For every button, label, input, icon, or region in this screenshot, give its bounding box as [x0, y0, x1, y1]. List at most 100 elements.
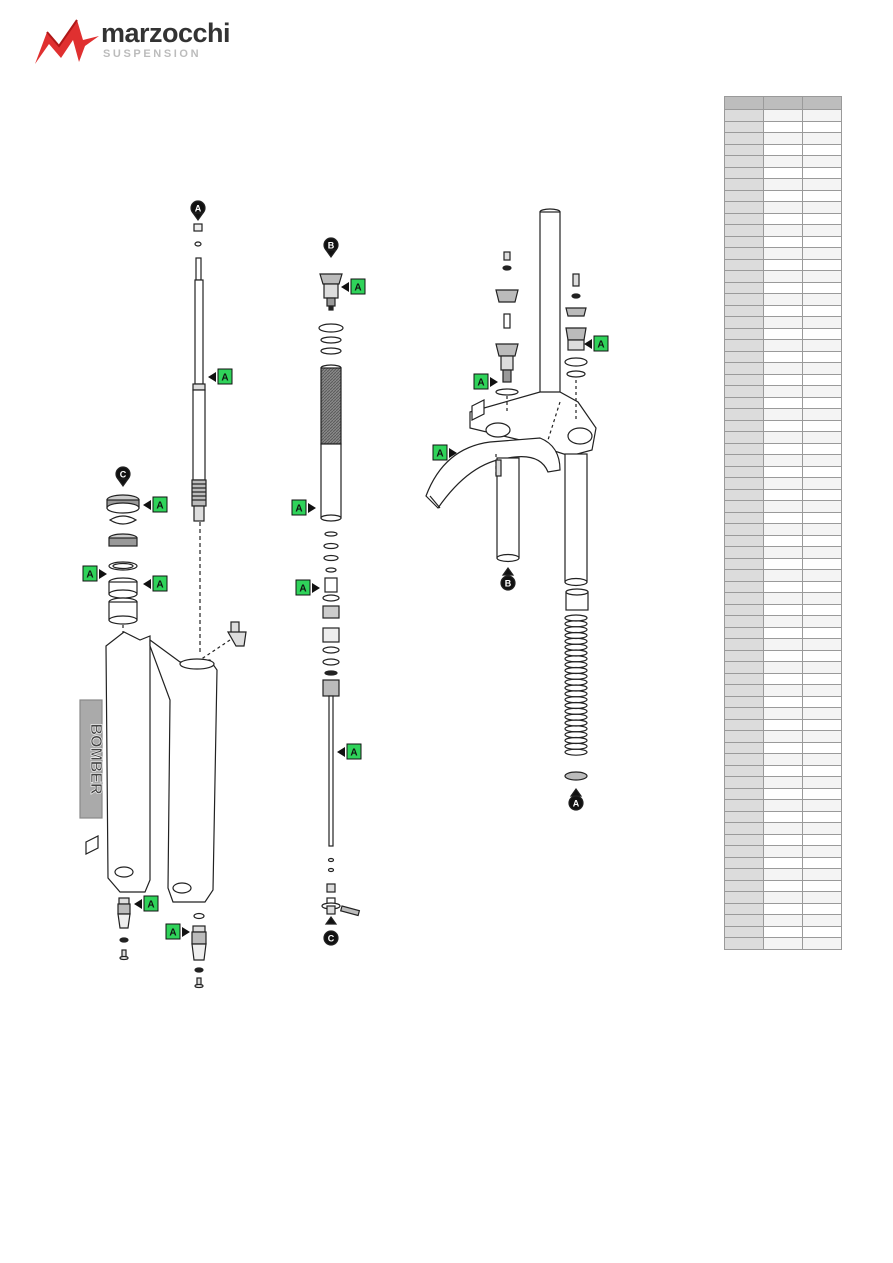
parts-table-cell	[724, 385, 764, 398]
parts-table-row	[724, 649, 842, 662]
parts-table-cell	[802, 707, 842, 720]
parts-table-cell	[724, 419, 764, 432]
parts-table-cell	[724, 373, 764, 386]
parts-table-cell	[763, 891, 803, 904]
callout-a-label: A	[350, 748, 357, 759]
parts-table-cell	[802, 362, 842, 375]
parts-table-row	[724, 224, 842, 237]
parts-table-cell	[724, 603, 764, 616]
parts-table-cell	[724, 511, 764, 524]
parts-table-row	[724, 431, 842, 444]
spring-coil	[564, 620, 588, 628]
parts-table-row	[724, 891, 842, 904]
parts-table-row	[724, 419, 842, 432]
parts-table-cell	[802, 810, 842, 823]
parts-table-cell	[802, 534, 842, 547]
left-rod-spring	[191, 479, 207, 507]
parts-table-cell	[802, 833, 842, 846]
spring-coil	[564, 707, 588, 715]
right-assembly: B	[425, 208, 597, 811]
marker-a-top-label: A	[195, 204, 202, 214]
parts-table-cell	[724, 741, 764, 754]
parts-table-cell	[802, 396, 842, 409]
marker-a-top: A	[190, 200, 206, 222]
marker-b-bottom-label: B	[505, 579, 512, 589]
parts-table-cell	[802, 787, 842, 800]
parts-table-cell	[802, 741, 842, 754]
parts-table-cell	[724, 684, 764, 697]
parts-table-row	[724, 718, 842, 731]
parts-table-row	[724, 914, 842, 927]
parts-table-row	[724, 569, 842, 582]
spring-coil	[564, 701, 588, 710]
parts-table-cell	[763, 845, 803, 858]
callout-a-label: A	[436, 449, 443, 460]
fork-crown	[469, 391, 597, 457]
callout-a-label: A	[147, 900, 154, 911]
parts-table-cell	[724, 189, 764, 202]
parts-table-cell	[802, 626, 842, 639]
parts-table-cell	[763, 937, 803, 950]
parts-table-cell	[763, 718, 803, 731]
parts-table-row	[724, 695, 842, 708]
parts-table-cell	[763, 327, 803, 340]
parts-table-row	[724, 304, 842, 317]
parts-table-row	[724, 787, 842, 800]
spring-coil	[564, 690, 588, 698]
parts-table-cell	[724, 235, 764, 248]
parts-table-cell	[763, 902, 803, 915]
parts-table-cell	[763, 764, 803, 777]
parts-table-row	[724, 396, 842, 409]
spring-coil	[564, 643, 588, 651]
parts-table-cell	[763, 523, 803, 536]
parts-table-cell	[763, 511, 803, 524]
parts-table-row	[724, 247, 842, 260]
marker-c-bottom-label: C	[328, 934, 335, 944]
parts-table-row	[724, 408, 842, 421]
parts-table-cell	[724, 143, 764, 156]
parts-table-cell	[763, 914, 803, 927]
parts-table-row	[724, 845, 842, 858]
parts-table-cell	[763, 304, 803, 317]
parts-table-cell	[763, 408, 803, 421]
marker-b-bottom: B	[500, 566, 516, 591]
parts-table-cell	[802, 488, 842, 501]
parts-table-row	[724, 707, 842, 720]
parts-table-cell	[802, 672, 842, 685]
parts-table-cell	[802, 546, 842, 559]
parts-table-row	[724, 856, 842, 869]
parts-table-cell	[802, 500, 842, 513]
parts-table-cell	[763, 592, 803, 605]
marker-b-top: B	[323, 237, 339, 259]
parts-table-cell	[724, 304, 764, 317]
spring-coil	[564, 725, 588, 733]
parts-table-cell	[802, 166, 842, 179]
parts-table-row	[724, 799, 842, 812]
parts-table-cell	[763, 879, 803, 892]
marker-c-left-label: C	[120, 470, 127, 480]
parts-table-cell	[763, 500, 803, 513]
parts-table-cell	[802, 281, 842, 294]
parts-table-cell	[763, 603, 803, 616]
spring-coil	[564, 626, 588, 634]
parts-table-cell	[763, 132, 803, 145]
parts-table-cell	[802, 120, 842, 133]
lower-legs	[105, 631, 218, 903]
parts-table-cell	[763, 753, 803, 766]
parts-table-cell	[763, 419, 803, 432]
parts-table-cell	[802, 143, 842, 156]
parts-table-row	[724, 465, 842, 478]
parts-table-cell	[724, 937, 764, 950]
parts-table-row	[724, 523, 842, 536]
brand-subtitle: SUSPENSION	[103, 48, 202, 60]
parts-table-row	[724, 132, 842, 145]
marker-c-bottom: C	[323, 915, 339, 946]
parts-table-cell	[724, 431, 764, 444]
parts-table-cell	[724, 396, 764, 409]
parts-table-cell	[724, 718, 764, 731]
parts-table-cell	[802, 270, 842, 283]
parts-table-cell	[802, 914, 842, 927]
parts-table-header-cell	[724, 96, 764, 110]
parts-table-cell	[763, 178, 803, 191]
parts-table-cell	[724, 546, 764, 559]
